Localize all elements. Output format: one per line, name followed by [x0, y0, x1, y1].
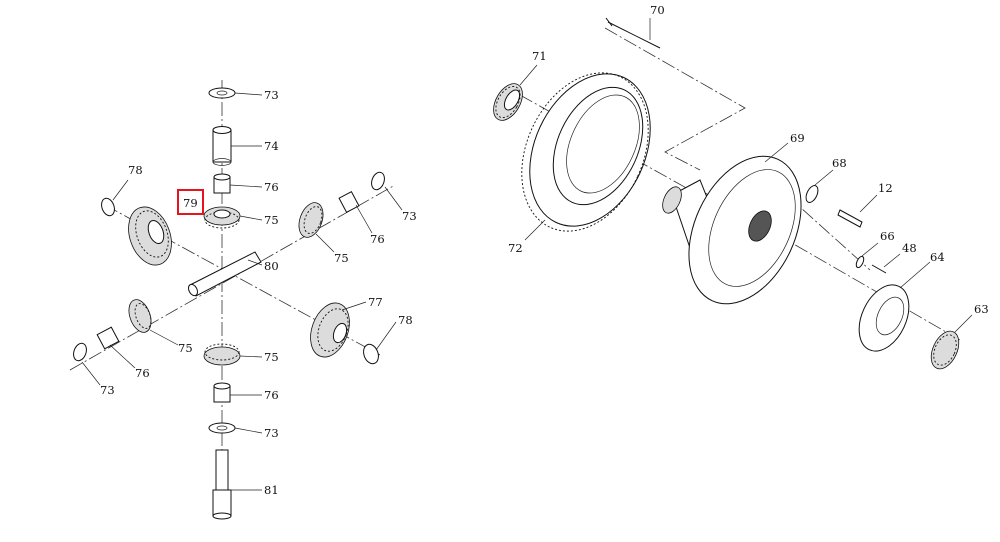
label-12: 12: [878, 181, 893, 195]
label-75-left: 75: [178, 341, 193, 355]
bevel-gear-75-right: [298, 202, 324, 238]
label-76-right: 76: [370, 232, 385, 246]
label-72: 72: [508, 241, 523, 255]
label-76-bottom: 76: [264, 388, 279, 402]
label-63: 63: [974, 302, 989, 316]
label-69: 69: [790, 131, 805, 145]
side-gear-77: [310, 302, 350, 358]
left-leader-lines: [81, 92, 403, 491]
right-assembly: 70 71 72 69 68 12 66 48 64 63: [493, 3, 989, 370]
bevel-gear-75-top: [203, 206, 241, 229]
label-78-left: 78: [128, 163, 143, 177]
highlight-box-79: [177, 189, 204, 215]
label-64: 64: [930, 250, 945, 264]
diagonal-axis-line-a: [69, 184, 396, 371]
label-81: 81: [264, 483, 279, 497]
label-48: 48: [902, 241, 917, 255]
label-71: 71: [532, 49, 547, 63]
pin-81: [212, 449, 232, 520]
washer-73-bottom: [208, 422, 236, 434]
flange-64: [858, 284, 910, 352]
label-78-right: 78: [398, 313, 413, 327]
bolt-70: [605, 17, 661, 49]
label-75-right: 75: [334, 251, 349, 265]
screw-48: [871, 264, 887, 274]
washer-66: [855, 255, 865, 269]
label-74: 74: [264, 139, 279, 153]
right-leader-lines: [519, 18, 973, 333]
label-75-top: 75: [264, 213, 279, 227]
washer-78-left: [101, 197, 115, 217]
bushing-74: [212, 126, 232, 166]
washer-73-left: [73, 342, 87, 362]
washer-73-right: [371, 171, 385, 191]
sleeve-76-right: [338, 190, 360, 214]
side-gear-79: [128, 206, 172, 266]
washer-73-top: [208, 87, 236, 99]
label-73-right: 73: [402, 209, 417, 223]
sleeve-76-bottom: [213, 382, 231, 403]
label-80: 80: [264, 259, 279, 273]
label-79: 79: [183, 196, 198, 210]
cross-shaft-80: [187, 251, 262, 297]
bearing-63: [930, 330, 960, 370]
label-73-left: 73: [100, 383, 115, 397]
label-73-top: 73: [264, 88, 279, 102]
bearing-71: [493, 83, 523, 121]
label-68: 68: [832, 156, 847, 170]
differential-case-69: [662, 155, 802, 305]
bevel-gear-75-bottom: [203, 343, 241, 366]
sleeve-76-top: [213, 173, 231, 194]
sleeve-76-left: [96, 326, 120, 350]
label-73-bottom: 73: [264, 426, 279, 440]
bevel-gear-75-left: [128, 299, 152, 333]
label-75-bottom: 75: [264, 350, 279, 364]
label-76-left: 76: [135, 366, 150, 380]
label-77: 77: [368, 295, 383, 309]
left-assembly: 73 74 76 75 78 79 73 76 75 80 77 78 75 7…: [69, 80, 417, 520]
label-70: 70: [650, 3, 665, 17]
washer-68: [805, 185, 819, 203]
ring-gear-72: [521, 72, 651, 232]
label-76-top: 76: [264, 180, 279, 194]
washer-78-right: [363, 343, 379, 365]
bolt-12: [837, 209, 863, 228]
label-66: 66: [880, 229, 895, 243]
